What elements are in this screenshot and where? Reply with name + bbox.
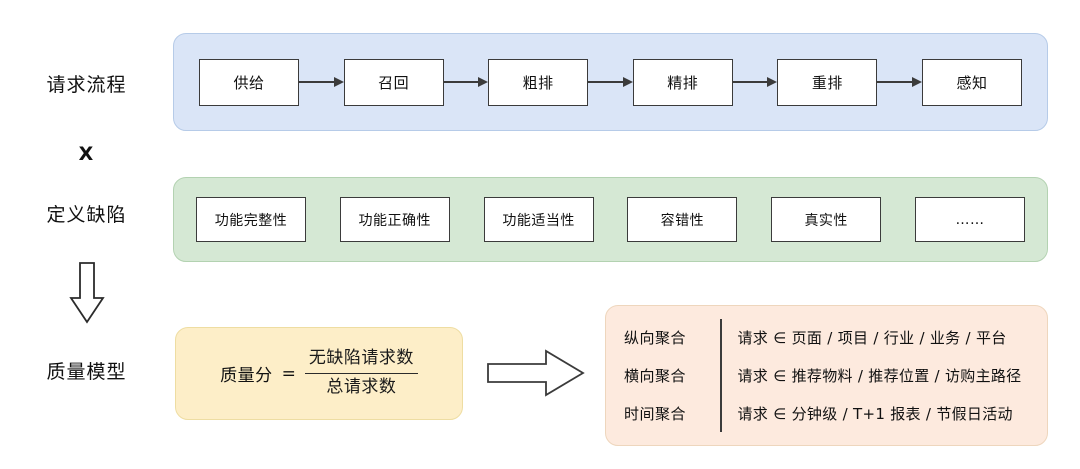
defect-node-functional-appropriateness[interactable]: 功能适当性 (483, 197, 594, 242)
flow-node-perception[interactable]: 感知 (921, 58, 1022, 106)
defect-node-functional-correctness[interactable]: 功能正确性 (339, 197, 450, 242)
flow-arrow-icon (299, 76, 344, 88)
aggregation-divider (720, 356, 722, 395)
rail-label-multiply: X (78, 143, 95, 165)
aggregation-key-horizontal: 横向聚合 (624, 367, 687, 385)
defect-node-fault-tolerance[interactable]: 容错性 (627, 197, 738, 242)
flow-node-fine-rank[interactable]: 精排 (632, 58, 733, 106)
request-flow-node-list: 供给 召回 粗排 精排 重排 感知 (174, 34, 1047, 130)
aggregation-row: 纵向聚合 请求 ∈ 页面 / 项目 / 行业 / 业务 / 平台 (624, 319, 1031, 357)
formula-fraction-bar (304, 372, 418, 375)
aggregation-value-horizontal: 请求 ∈ 推荐物料 / 推荐位置 / 访购主路径 (737, 367, 1022, 385)
aggregation-value-temporal: 请求 ∈ 分钟级 / T+1 报表 / 节假日活动 (737, 404, 1013, 423)
formula-equals-sign: = (281, 363, 296, 384)
aggregation-divider (720, 319, 722, 357)
defect-node-functional-completeness[interactable]: 功能完整性 (196, 197, 306, 242)
flow-node-supply[interactable]: 供给 (199, 58, 299, 106)
flow-node-coarse-rank[interactable]: 粗排 (488, 58, 589, 106)
defect-node-ellipsis[interactable]: …… (914, 197, 1025, 242)
aggregation-key-vertical: 纵向聚合 (624, 329, 687, 348)
flow-arrow-icon (443, 76, 489, 88)
formula-numerator: 无缺陷请求数 (308, 347, 414, 368)
defect-node-list: 功能完整性 功能正确性 功能适当性 容错性 真实性 …… (174, 178, 1047, 261)
defect-definition-band: 功能完整性 功能正确性 功能适当性 容错性 真实性 …… (173, 177, 1048, 262)
formula-denominator: 总请求数 (326, 377, 397, 398)
flow-arrow-icon (588, 76, 633, 88)
aggregation-row: 横向聚合 请求 ∈ 推荐物料 / 推荐位置 / 访购主路径 (624, 356, 1031, 395)
down-arrow-icon (69, 262, 105, 324)
aggregation-card: 纵向聚合 请求 ∈ 页面 / 项目 / 行业 / 业务 / 平台 横向聚合 请求… (605, 305, 1048, 446)
formula-fraction: 无缺陷请求数 总请求数 (304, 347, 418, 399)
aggregation-key-temporal: 时间聚合 (624, 404, 687, 423)
flow-node-recall[interactable]: 召回 (343, 58, 444, 106)
request-flow-band: 供给 召回 粗排 精排 重排 感知 (173, 33, 1048, 131)
aggregation-row: 时间聚合 请求 ∈ 分钟级 / T+1 报表 / 节假日活动 (624, 394, 1031, 433)
flow-arrow-icon (732, 76, 778, 88)
rail-label-request-flow: 请求流程 (46, 74, 127, 96)
flow-node-re-rank[interactable]: 重排 (777, 58, 878, 106)
aggregation-value-vertical: 请求 ∈ 页面 / 项目 / 行业 / 业务 / 平台 (737, 329, 1007, 348)
flow-arrow-icon (877, 76, 922, 88)
formula-term-quality-score: 质量分 (220, 366, 273, 386)
right-arrow-icon (487, 348, 585, 398)
rail-label-quality-model: 质量模型 (46, 361, 127, 383)
rail-label-define-defect: 定义缺陷 (46, 204, 127, 226)
quality-formula-card: 质量分 = 无缺陷请求数 总请求数 (175, 327, 463, 420)
defect-node-authenticity[interactable]: 真实性 (771, 197, 882, 242)
aggregation-divider (720, 394, 722, 433)
